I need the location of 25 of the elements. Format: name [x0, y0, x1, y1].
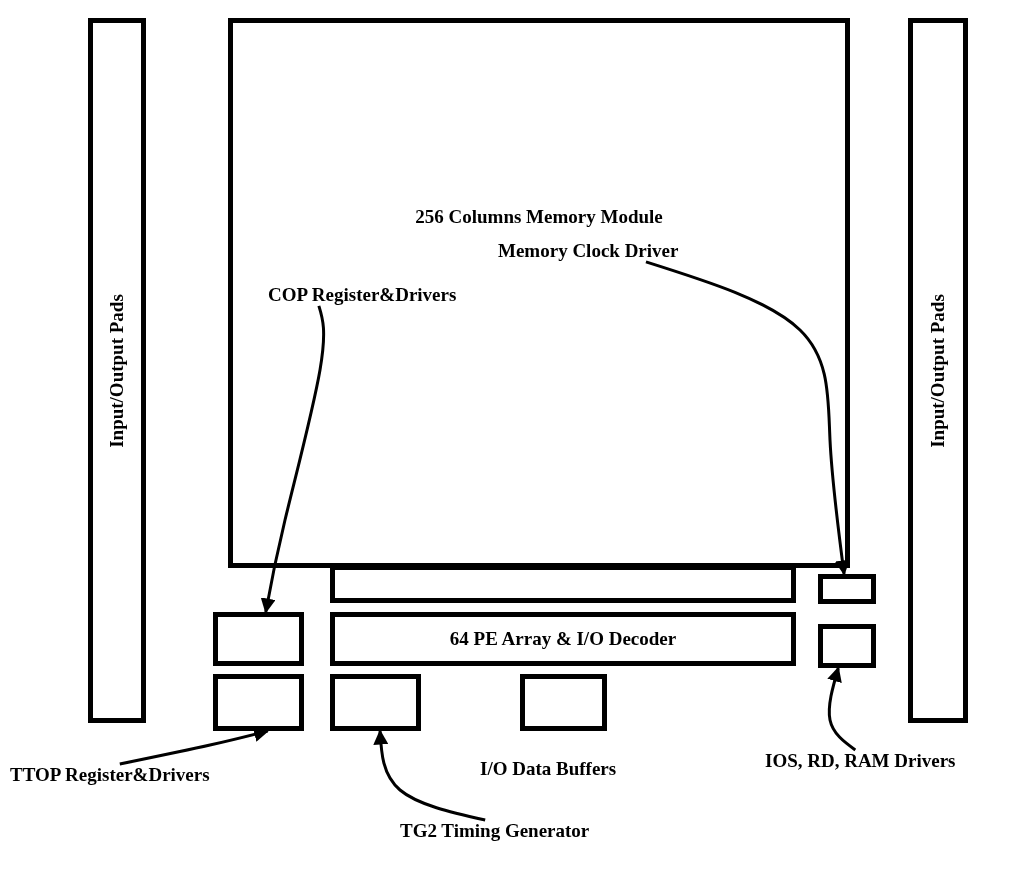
block-caption: I/O Data Buffers — [480, 758, 617, 780]
block-label: 64 PE Array & I/O Decoder — [449, 628, 677, 650]
circuit-block — [330, 565, 796, 603]
callout-label: COP Register&Drivers — [268, 284, 457, 306]
leader-arrow — [373, 729, 486, 822]
pad-column — [908, 18, 968, 723]
circuit-block — [818, 624, 876, 668]
leader-arrow — [827, 666, 857, 752]
block-label: Input/Output Pads — [927, 293, 949, 448]
circuit-block — [818, 574, 876, 604]
callout-label: TTOP Register&Drivers — [10, 764, 210, 786]
circuit-block — [213, 674, 304, 731]
leader-arrow — [260, 305, 326, 614]
callout-label: TG2 Timing Generator — [400, 820, 590, 842]
callout-label: IOS, RD, RAM Drivers — [765, 750, 980, 772]
module-block — [330, 612, 796, 666]
module-block — [228, 18, 850, 568]
callout-label: Memory Clock Driver — [498, 240, 679, 262]
block-label: 256 Columns Memory Module — [415, 206, 663, 228]
pad-column — [88, 18, 146, 723]
circuit-block — [213, 612, 304, 666]
circuit-block — [330, 674, 421, 731]
circuit-block — [520, 674, 607, 731]
block-label: Input/Output Pads — [106, 293, 128, 448]
leader-arrow — [645, 260, 850, 576]
